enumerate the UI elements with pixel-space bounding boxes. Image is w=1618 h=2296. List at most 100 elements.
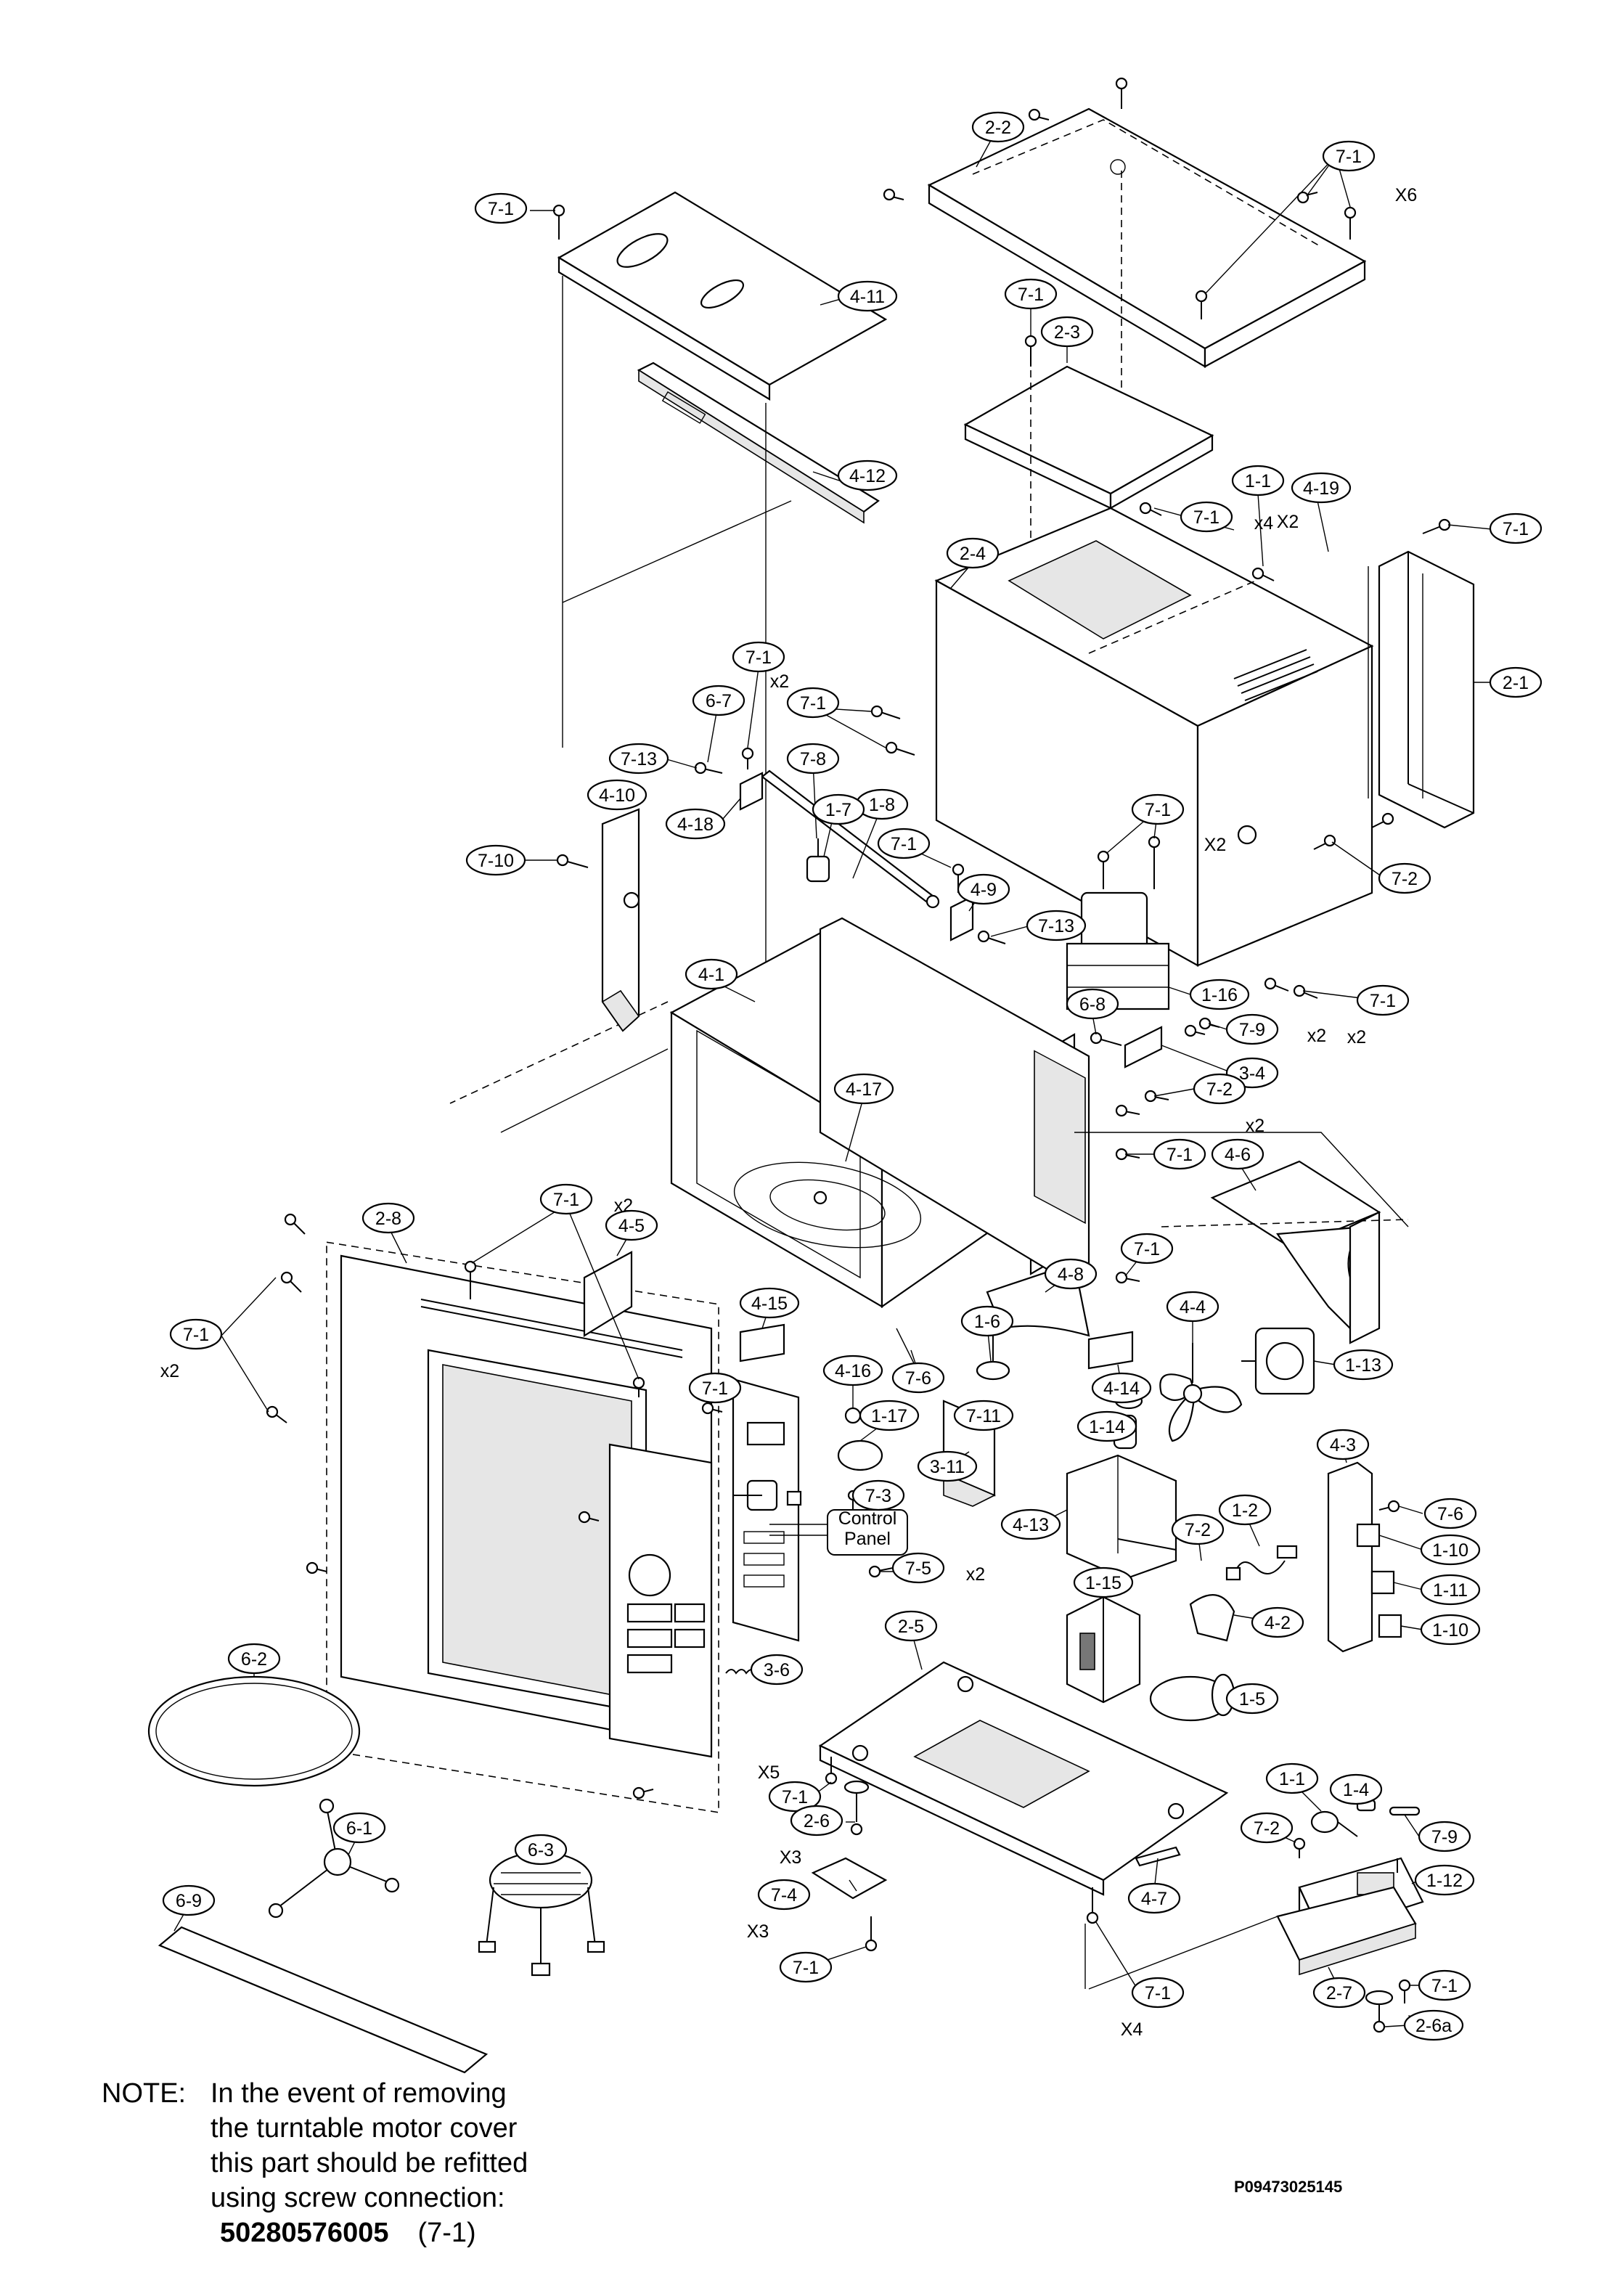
callout-7-1: 7-1x2 xyxy=(160,1318,223,1381)
callout-1-12: 1-12 xyxy=(1414,1864,1475,1896)
callout-7-1: 7-1X4 xyxy=(1121,1977,1185,2040)
callout-label: 6-3 xyxy=(528,1840,554,1860)
callout-quantity: x2 xyxy=(966,1564,985,1585)
callout-label: 7-6 xyxy=(1437,1504,1463,1524)
callout-2-6: 2-6X3 xyxy=(780,1805,843,1868)
callout-6-7: 6-7 xyxy=(692,685,745,716)
callout-label: 3-6 xyxy=(764,1660,790,1680)
callout-ellipse xyxy=(1040,316,1094,348)
callout-ellipse xyxy=(750,1654,804,1686)
callout-ellipse xyxy=(1423,1498,1477,1529)
callout-1-5: 1-5 xyxy=(1225,1683,1279,1715)
note-heading: NOTE: xyxy=(102,2078,187,2109)
callout-1-11: 1-11 xyxy=(1420,1574,1481,1606)
callout-label: 7-1 xyxy=(745,647,772,668)
spacer-4-7 xyxy=(1135,1846,1181,1867)
note-line-1: In the event of removing xyxy=(211,2078,507,2109)
control-panel-label-1: Control xyxy=(838,1508,897,1529)
callout-label: 7-1 xyxy=(1134,1239,1160,1259)
callout-label: 6-7 xyxy=(706,691,732,711)
removal-note: NOTE: In the event of removing the turnt… xyxy=(102,2076,653,2250)
callout-7-2: 7-2x2 xyxy=(1193,1073,1264,1136)
callout-label: 6-9 xyxy=(176,1891,202,1911)
callout-ellipse xyxy=(1073,1566,1134,1598)
callout-label: 4-2 xyxy=(1264,1613,1291,1633)
control-panel-text: Control Panel xyxy=(769,1508,908,1556)
callout-ellipse xyxy=(851,1479,905,1511)
pad-4-15 xyxy=(739,1323,785,1363)
callout-ellipse xyxy=(891,1362,945,1394)
plate-4-5 xyxy=(583,1251,633,1337)
callout-2-1: 2-1 xyxy=(1489,666,1543,698)
callout-label: 1-4 xyxy=(1343,1780,1369,1800)
callout-ellipse xyxy=(891,1552,945,1584)
screws-door xyxy=(266,1213,654,1799)
callout-label: 7-1 xyxy=(891,834,917,854)
callout-1-8: 1-8 xyxy=(855,788,909,820)
callout-7-2: 7-2 xyxy=(1378,862,1431,894)
callout-ellipse xyxy=(1153,1138,1206,1170)
callout-1-15: 1-15 xyxy=(1073,1566,1134,1598)
callout-ellipse xyxy=(1166,1291,1219,1323)
callout-ellipse xyxy=(1251,1606,1304,1638)
callout-label: 2-3 xyxy=(1054,322,1080,343)
screw-7-1-bottom xyxy=(1086,1887,1099,1924)
callout-label: 2-6 xyxy=(804,1811,830,1831)
callout-3-11: 3-11 xyxy=(917,1450,978,1482)
callout-label: 7-1 xyxy=(782,1787,808,1807)
callout-label: 7-3 xyxy=(865,1486,891,1506)
bracket-4-13 xyxy=(1066,1454,1177,1580)
drawing-code: P09473025145 xyxy=(1234,2178,1343,2196)
callout-label: 4-14 xyxy=(1103,1378,1140,1399)
callout-label: 1-11 xyxy=(1433,1580,1468,1601)
callout-ellipse xyxy=(1211,1138,1264,1170)
callout-ellipse xyxy=(465,844,526,876)
callout-4-9: 4-9 xyxy=(957,873,1010,905)
callout-label: 4-19 xyxy=(1303,478,1339,499)
callout-label: 1-15 xyxy=(1085,1573,1121,1593)
callout-ellipse xyxy=(884,1610,938,1642)
callout-2-7: 2-7 xyxy=(1312,1977,1366,2009)
callout-ellipse xyxy=(1180,501,1233,533)
callout-label: 4-7 xyxy=(1141,1889,1167,1909)
fan-blade-4-4 xyxy=(1159,1343,1243,1442)
callout-label: 1-6 xyxy=(974,1312,1000,1332)
callout-7-1: 7-1X6 xyxy=(1322,140,1417,205)
callout-ellipse xyxy=(1420,1534,1481,1566)
callout-ellipse xyxy=(227,1643,281,1675)
callout-7-6: 7-6 xyxy=(1423,1498,1477,1529)
callout-7-2: 7-2 xyxy=(1171,1513,1225,1545)
callout-label: 7-13 xyxy=(621,749,657,769)
callout-label: 7-10 xyxy=(478,851,514,871)
callout-7-1: 7-1X2 xyxy=(1131,793,1226,855)
callout-label: 7-1 xyxy=(1193,507,1219,528)
callout-3-6: 3-6 xyxy=(750,1654,804,1686)
callout-1-10: 1-10 xyxy=(1420,1614,1481,1646)
roller-ring-6-2 xyxy=(147,1675,361,1787)
callout-label: 7-6 xyxy=(905,1368,931,1389)
callout-4-7: 4-7 xyxy=(1127,1882,1181,1914)
callout-2-4: 2-4 xyxy=(946,537,1000,569)
callout-ellipse xyxy=(1291,472,1352,504)
callout-ellipse xyxy=(1127,1882,1181,1914)
callout-6-9: 6-9 xyxy=(162,1884,216,1916)
bracket-4-9 xyxy=(949,895,974,941)
callout-label: 1-7 xyxy=(825,800,851,820)
callout-ellipse xyxy=(474,192,528,224)
callout-ellipse xyxy=(786,743,840,775)
callout-ellipse xyxy=(1312,1977,1366,2009)
callout-ellipse xyxy=(1225,1013,1279,1045)
callout-2-2: 2-2 xyxy=(971,111,1025,143)
callout-ellipse xyxy=(1000,1508,1061,1540)
callout-1-2: 1-2 xyxy=(1218,1494,1272,1526)
callout-7-13: 7-13 xyxy=(1026,910,1087,941)
callout-1-13: 1-13 xyxy=(1333,1349,1394,1381)
callout-ellipse xyxy=(332,1812,386,1844)
callout-label: 4-17 xyxy=(846,1079,882,1100)
callout-label: 7-1 xyxy=(1145,1983,1171,2003)
screws-7-2-7-1 xyxy=(1115,1090,1169,1284)
callout-label: 7-1 xyxy=(1503,519,1529,539)
callout-label: 7-1 xyxy=(553,1190,579,1210)
control-panel-assembly xyxy=(701,1378,802,1642)
